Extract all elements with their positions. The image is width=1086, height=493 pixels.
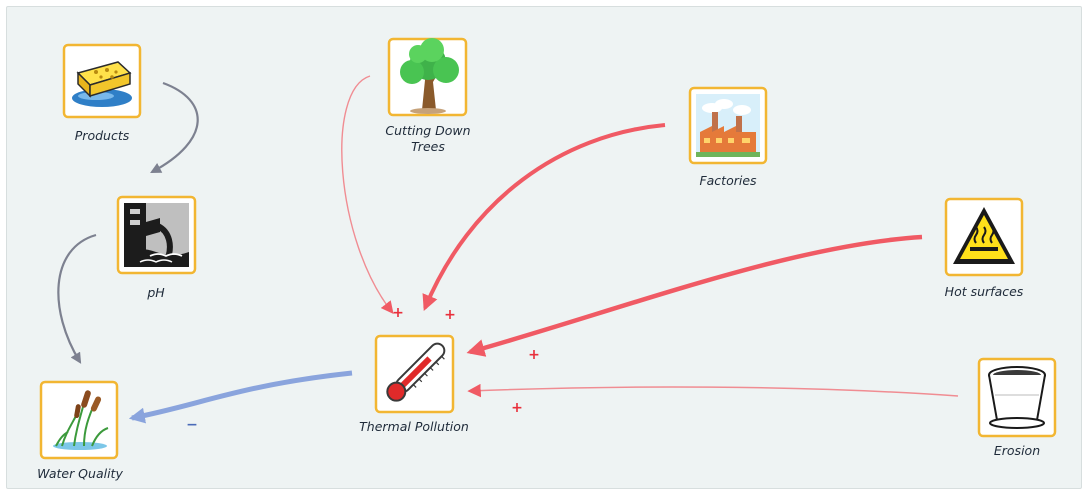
flower-pot-icon: [988, 366, 1046, 429]
sign-factories: +: [444, 307, 456, 323]
cattail-reeds-icon: [53, 390, 109, 450]
sponge-icon: [72, 61, 132, 107]
link-thermal-pollution-to-water-quality[interactable]: [128, 370, 353, 424]
link-erosion-to-thermal-pollution[interactable]: [467, 383, 959, 398]
node-water-quality[interactable]: Water Quality: [37, 380, 123, 481]
node-products[interactable]: Products: [62, 43, 142, 143]
sign-erosion: +: [511, 400, 523, 416]
sign-thermal-to-water: −: [186, 417, 198, 433]
hot-surface-warning-icon: [953, 207, 1015, 264]
node-thermal-pollution[interactable]: Thermal Pollution: [359, 334, 469, 434]
link-products-to-ph[interactable]: [150, 81, 199, 174]
links-layer: [57, 75, 959, 424]
link-factories-to-thermal-pollution[interactable]: [422, 123, 666, 311]
sign-trees: +: [392, 305, 404, 321]
tree-icon: [400, 38, 459, 114]
node-products-label: Products: [75, 128, 130, 143]
link-hot-surfaces-to-thermal-pollution[interactable]: [466, 234, 923, 357]
node-factories[interactable]: Factories: [688, 86, 768, 188]
node-ph[interactable]: pH: [116, 195, 197, 300]
link-trees-to-thermal-pollution[interactable]: [341, 75, 394, 314]
node-hot-surfaces[interactable]: Hot surfaces: [945, 197, 1024, 299]
factory-icon: [696, 94, 760, 157]
node-ph-label: pH: [146, 285, 165, 300]
node-trees-label-line1: Cutting Down: [385, 123, 470, 138]
node-erosion-label: Erosion: [994, 443, 1040, 458]
node-erosion[interactable]: Erosion: [977, 357, 1057, 458]
node-hot-surfaces-label: Hot surfaces: [945, 284, 1024, 299]
node-water-quality-label: Water Quality: [37, 466, 123, 481]
thermometer-icon: [386, 342, 446, 402]
signs-layer: + + + + −: [186, 305, 540, 433]
wastewater-outflow-icon: [124, 203, 189, 267]
node-factories-label: Factories: [699, 173, 757, 188]
sign-hot-surfaces: +: [528, 347, 540, 363]
node-thermal-pollution-label: Thermal Pollution: [359, 419, 469, 434]
node-cutting-down-trees[interactable]: Cutting Down Trees: [385, 37, 471, 154]
link-ph-to-water-quality[interactable]: [57, 233, 97, 364]
node-trees-label-line2: Trees: [411, 139, 445, 154]
